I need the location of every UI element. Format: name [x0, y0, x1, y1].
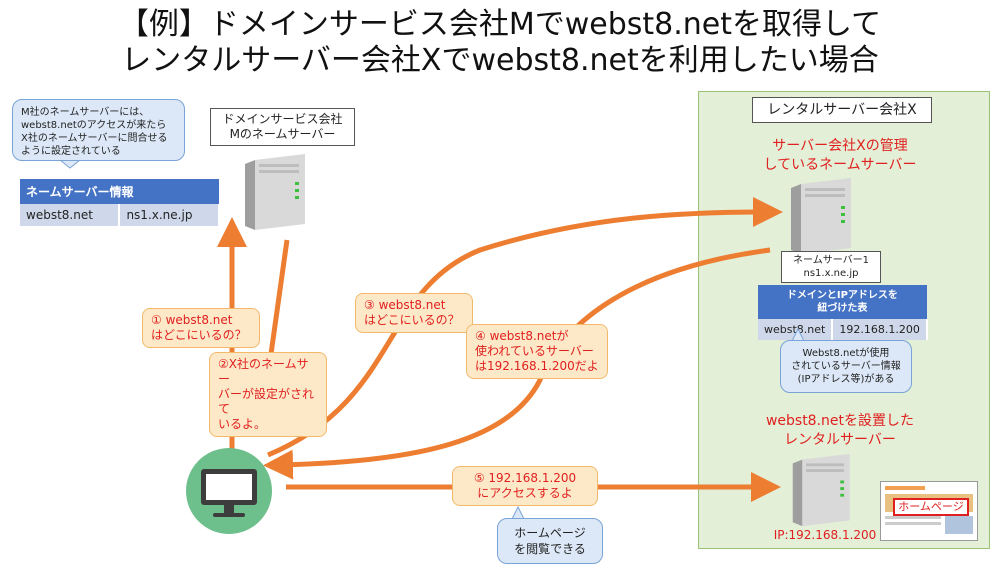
- m-nameserver-server-icon: [245, 154, 305, 230]
- web-server-ip: IP:192.168.1.200: [773, 528, 877, 542]
- step5-line2: にアクセスするよ: [477, 486, 573, 500]
- step4-callout: ④ webst8.netが 使われているサーバー は192.168.1.200だ…: [466, 324, 608, 379]
- client-pc-icon: [186, 448, 272, 534]
- m-note-callout: M社のネームサーバーには、 webst8.netのアクセスが来たら X社のネーム…: [12, 99, 185, 161]
- nameserver-info-server: ns1.x.ne.jp: [119, 204, 220, 226]
- m-nameserver-label: ドメインサービス会社 Mのネームサーバー: [210, 108, 355, 146]
- step4-line3: は192.168.1.200だよ: [475, 359, 599, 373]
- step3-line2: はどこにいるの？: [364, 313, 460, 327]
- web-server-title: webst8.netを設置した レンタルサーバー: [720, 412, 960, 450]
- m-note-line: webst8.netのアクセスが来たら: [21, 120, 167, 131]
- web-server-title-line2: レンタルサーバー: [784, 432, 896, 448]
- ip-mapping-table: ドメインとIPアドレスを 紐づけた表 webst8.net 192.168.1.…: [758, 285, 928, 340]
- web-server-icon: [792, 453, 850, 527]
- step2-callout: ②X社のネームサー バーが設定がされて いるよ。: [209, 352, 327, 437]
- homepage-note-callout: ホームページ を閲覧できる: [497, 518, 603, 564]
- ip-mapping-header: ドメインとIPアドレスを 紐づけた表: [758, 285, 927, 319]
- thumb-header-bar: [885, 486, 925, 490]
- m-note-line: M社のネームサーバーには、: [21, 107, 150, 118]
- m-nameserver-label-line2: Mのネームサーバー: [229, 127, 336, 141]
- page-title-line1: 【例】ドメインサービス会社Mでwebst8.netを取得して: [118, 7, 882, 42]
- step3-line1: ③ webst8.net: [364, 298, 446, 312]
- step4-line2: 使われているサーバー: [475, 344, 594, 358]
- ip-mapping-header-line2: 紐づけた表: [817, 303, 868, 314]
- rental-company-x-label: レンタルサーバー会社X: [752, 97, 932, 123]
- step2-line3: いるよ。: [218, 417, 267, 431]
- ip-mapping-header-line1: ドメインとIPアドレスを: [786, 290, 898, 301]
- thumb-text-line: [885, 522, 941, 525]
- homepage-note-line1: ホームページ: [514, 526, 586, 540]
- step4-line1: ④ webst8.netが: [475, 329, 569, 343]
- m-note-line: ように設定されている: [21, 146, 121, 157]
- step5-line1: ⑤ 192.168.1.200: [473, 471, 577, 485]
- step1-callout: ① webst8.net はどこにいるの？: [142, 308, 260, 348]
- step1-line2: はどこにいるの？: [151, 328, 247, 342]
- ip-note-callout: Webst8.netが使用 されているサーバー情報 (IPアドレス等)がある: [780, 340, 912, 393]
- step2-line2: バーが設定がされて: [218, 387, 315, 416]
- step3-callout: ③ webst8.net はどこにいるの？: [355, 293, 473, 333]
- thumb-image: [945, 516, 973, 534]
- x-nameserver-title: サーバー会社Xの管理 しているネームサーバー: [720, 137, 960, 175]
- arrow-step4: [263, 247, 771, 480]
- page-title-line2: レンタルサーバー会社Xでwebst8.netを利用したい場合: [121, 43, 879, 78]
- ip-note-line2: されているサーバー情報: [791, 361, 901, 372]
- x-nameserver-server-icon: [791, 178, 851, 254]
- web-server-title-line1: webst8.netを設置した: [765, 413, 915, 429]
- nameserver-info-domain: webst8.net: [20, 204, 121, 226]
- ip-mapping-domain: webst8.net: [758, 319, 834, 340]
- homepage-label: ホームページ: [893, 498, 969, 516]
- x-nameserver-title-line1: サーバー会社Xの管理: [772, 138, 908, 154]
- ip-note-line1: Webst8.netが使用: [802, 348, 890, 359]
- m-nameserver-label-line1: ドメインサービス会社: [222, 112, 343, 126]
- m-note-line: X社のネームサーバーに問合せる: [21, 133, 168, 144]
- x-nameserver-title-line2: しているネームサーバー: [763, 157, 917, 173]
- ip-note-line3: (IPアドレス等)がある: [797, 374, 895, 385]
- nameserver-info-header: ネームサーバー情報: [20, 179, 219, 204]
- x-nameserver-label-line1: ネームサーバー1: [793, 255, 869, 266]
- step1-line1: ① webst8.net: [151, 313, 233, 327]
- x-nameserver-label: ネームサーバー1 ns1.x.ne.jp: [781, 251, 881, 283]
- step5-callout: ⑤ 192.168.1.200 にアクセスするよ: [452, 466, 598, 506]
- x-nameserver-label-line2: ns1.x.ne.jp: [803, 268, 859, 279]
- ip-mapping-ip: 192.168.1.200: [832, 319, 928, 340]
- thumb-text-line: [885, 516, 941, 519]
- homepage-note-line2: を閲覧できる: [514, 542, 586, 556]
- arrow-step3: [267, 197, 783, 458]
- step2-line1: ②X社のネームサー: [218, 357, 309, 386]
- nameserver-info-table: ネームサーバー情報 webst8.net ns1.x.ne.jp: [20, 179, 220, 226]
